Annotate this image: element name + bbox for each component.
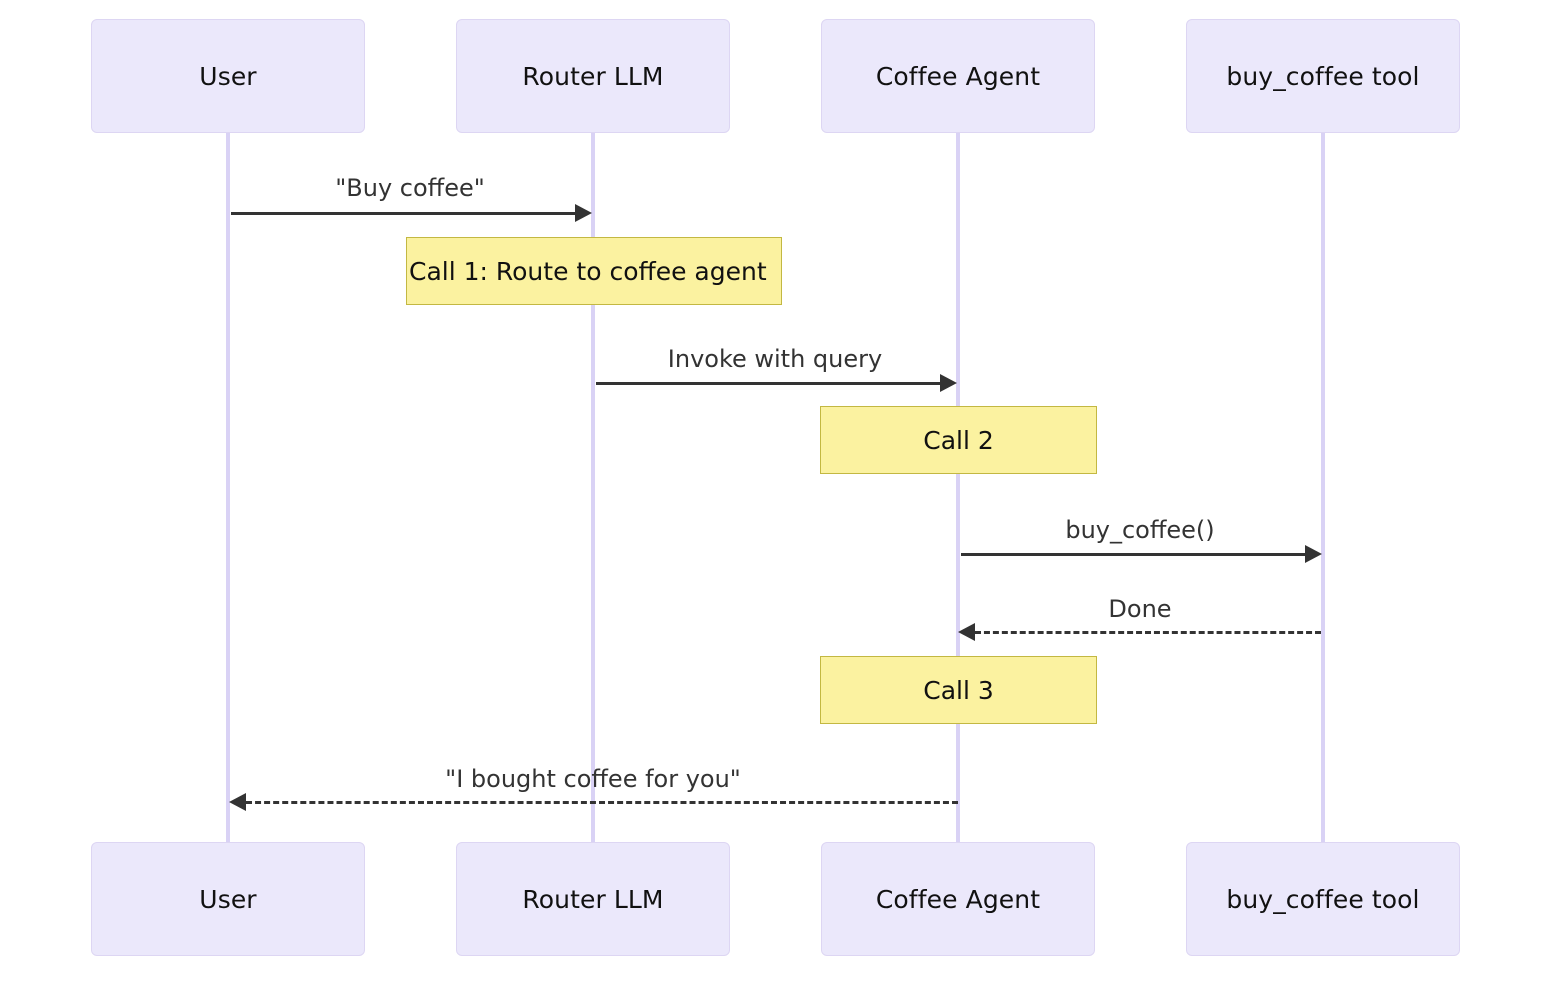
participant-user-top[interactable]: User	[91, 19, 365, 133]
message-label-i-bought-coffee-for-you: "I bought coffee for you"	[445, 765, 741, 793]
message-line-buy-coffee-call	[961, 553, 1306, 556]
participant-label: buy_coffee tool	[1226, 884, 1420, 914]
participant-user-bottom[interactable]: User	[91, 842, 365, 956]
message-label-invoke-with-query: Invoke with query	[667, 345, 883, 373]
participant-label: User	[199, 884, 257, 914]
lifeline-user	[226, 133, 230, 842]
participant-buy-coffee-tool-top[interactable]: buy_coffee tool	[1186, 19, 1460, 133]
note-call-1: Call 1: Route to coffee agent	[406, 237, 782, 305]
message-line-i-bought-coffee-for-you	[246, 801, 958, 804]
participant-label: Coffee Agent	[875, 884, 1041, 914]
arrowhead-left-icon	[229, 793, 246, 811]
message-label-buy-coffee: "Buy coffee"	[335, 174, 485, 202]
note-label: Call 3	[923, 675, 994, 705]
participant-label: Router LLM	[522, 61, 664, 91]
message-line-done	[975, 631, 1321, 634]
participant-label: User	[199, 61, 257, 91]
note-call-3: Call 3	[820, 656, 1097, 724]
participant-coffee-agent-bottom[interactable]: Coffee Agent	[821, 842, 1095, 956]
participant-router-llm-top[interactable]: Router LLM	[456, 19, 730, 133]
participant-label: Router LLM	[522, 884, 664, 914]
participant-router-llm-bottom[interactable]: Router LLM	[456, 842, 730, 956]
lifeline-buy-coffee-tool	[1321, 133, 1325, 842]
message-label-done: Done	[1108, 595, 1172, 623]
participant-label: Coffee Agent	[875, 61, 1041, 91]
message-label-buy-coffee-call: buy_coffee()	[1065, 516, 1215, 544]
message-line-buy-coffee	[231, 212, 576, 215]
message-line-invoke-with-query	[596, 382, 941, 385]
arrowhead-right-icon	[1305, 545, 1322, 563]
participant-buy-coffee-tool-bottom[interactable]: buy_coffee tool	[1186, 842, 1460, 956]
note-label: Call 2	[923, 425, 994, 455]
lifeline-router-llm	[591, 133, 595, 842]
arrowhead-right-icon	[940, 374, 957, 392]
arrowhead-left-icon	[958, 623, 975, 641]
note-label: Call 1: Route to coffee agent	[409, 256, 767, 286]
participant-coffee-agent-top[interactable]: Coffee Agent	[821, 19, 1095, 133]
note-call-2: Call 2	[820, 406, 1097, 474]
participant-label: buy_coffee tool	[1226, 61, 1420, 91]
arrowhead-right-icon	[575, 204, 592, 222]
lifeline-coffee-agent	[956, 133, 960, 842]
